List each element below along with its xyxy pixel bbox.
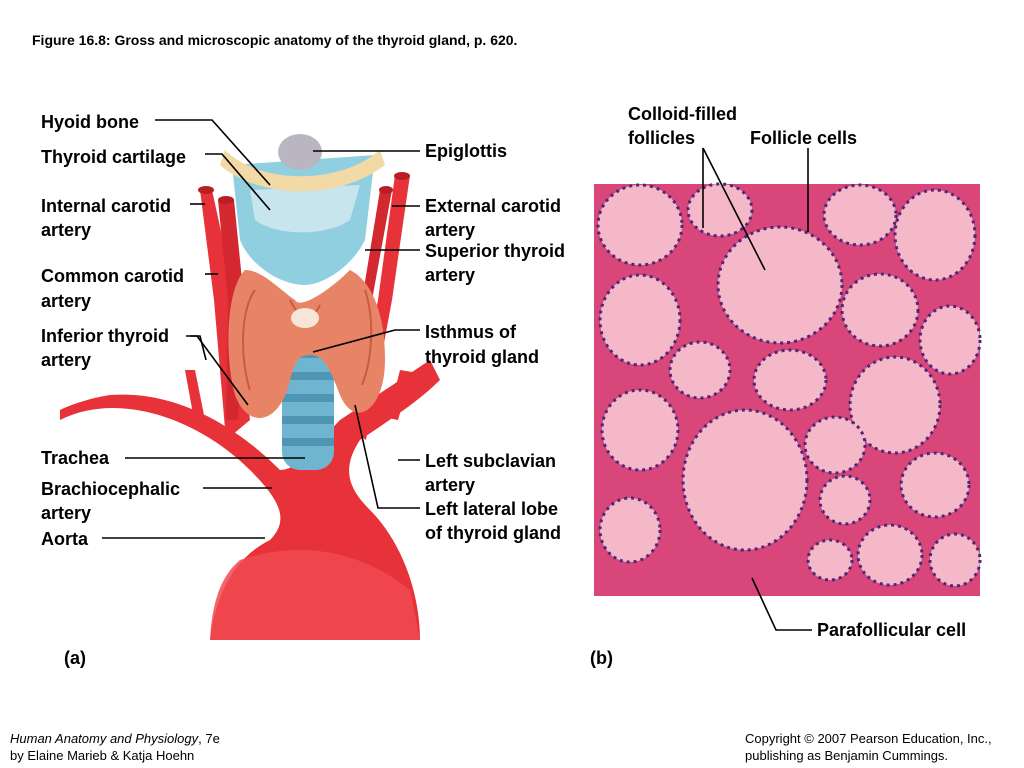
footer-book: Human Anatomy and Physiology, 7e by Elai… xyxy=(10,730,220,764)
label-trachea: Trachea xyxy=(41,448,110,468)
leader-lines-b xyxy=(702,147,812,631)
label-isthmus-1: Isthmus of xyxy=(425,322,517,342)
figure-caption: Figure 16.8: Gross and microscopic anato… xyxy=(32,32,518,48)
footer-book-title: Human Anatomy and Physiology xyxy=(10,731,199,746)
footer-authors: by Elaine Marieb & Katja Hoehn xyxy=(10,748,195,763)
footer-copyright-line-2: publishing as Benjamin Cummings. xyxy=(745,748,949,763)
label-thyroid-cartilage: Thyroid cartilage xyxy=(41,147,187,167)
label-left-lateral-1: Left lateral lobe xyxy=(425,499,559,519)
label-superior-thyroid-2: artery xyxy=(425,265,476,285)
footer-copyright: Copyright © 2007 Pearson Education, Inc.… xyxy=(745,730,992,764)
footer-edition: , 7e xyxy=(198,731,220,746)
label-internal-carotid-1: Internal carotid xyxy=(41,196,172,216)
label-superior-thyroid-1: Superior thyroid xyxy=(425,241,566,261)
label-external-carotid-1: External carotid xyxy=(425,196,562,216)
label-inferior-thyroid-1: Inferior thyroid xyxy=(41,326,170,346)
thyroid-gland-shape xyxy=(228,270,385,418)
label-follicle-cells: Follicle cells xyxy=(750,128,858,148)
larynx-shape xyxy=(220,134,385,285)
label-inferior-thyroid-2: artery xyxy=(41,350,92,370)
label-left-subclavian-2: artery xyxy=(425,475,476,495)
label-parafollicular-cell: Parafollicular cell xyxy=(817,620,967,640)
label-colloid-2: follicles xyxy=(628,128,696,148)
label-left-lateral-2: of thyroid gland xyxy=(425,523,561,543)
histology-micrograph xyxy=(594,182,982,596)
label-external-carotid-2: artery xyxy=(425,220,476,240)
label-left-subclavian-1: Left subclavian xyxy=(425,451,557,471)
label-common-carotid-1: Common carotid xyxy=(41,266,185,286)
leader-lines-a xyxy=(102,119,420,539)
label-brachiocephalic-2: artery xyxy=(41,503,92,523)
panel-letter-b: (b) xyxy=(590,648,613,668)
footer-copyright-line-1: Copyright © 2007 Pearson Education, Inc.… xyxy=(745,731,992,746)
label-internal-carotid-2: artery xyxy=(41,220,92,240)
label-colloid-1: Colloid-filled xyxy=(628,104,737,124)
label-aorta: Aorta xyxy=(41,529,89,549)
aorta-shape xyxy=(60,360,440,640)
label-brachiocephalic-1: Brachiocephalic xyxy=(41,479,181,499)
label-common-carotid-2: artery xyxy=(41,291,92,311)
panel-letter-a: (a) xyxy=(64,648,86,668)
label-epiglottis: Epiglottis xyxy=(425,141,507,161)
label-hyoid-bone: Hyoid bone xyxy=(41,112,139,132)
label-isthmus-2: thyroid gland xyxy=(425,347,539,367)
